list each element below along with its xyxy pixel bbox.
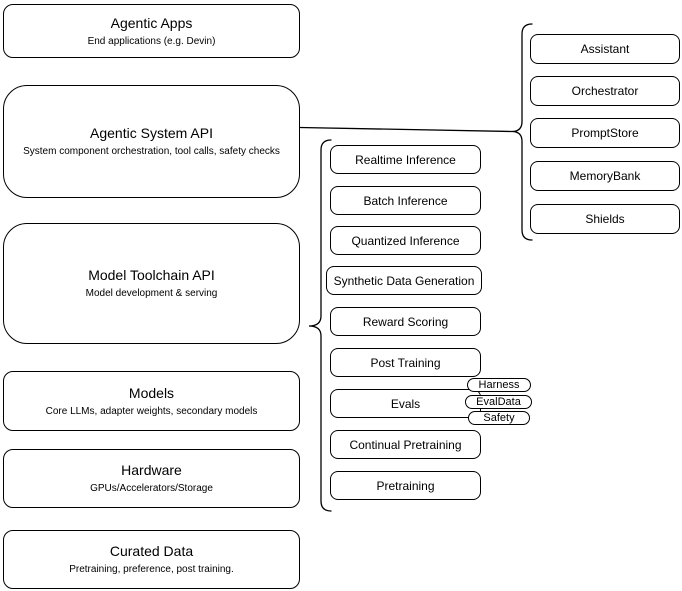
box-pretraining: Pretraining <box>330 471 481 500</box>
box-evals: Evals <box>330 389 481 418</box>
box-realtime-inference: Realtime Inference <box>330 145 481 174</box>
box-title: Models <box>128 384 175 401</box>
box-title: Agentic Apps <box>110 14 193 31</box>
agentic-components-brace <box>511 23 533 241</box>
box-title: Model Toolchain API <box>88 267 215 283</box>
box-subtitle: Core LLMs, adapter weights, secondary mo… <box>45 405 258 417</box>
box-title: Hardware <box>121 462 182 478</box>
box-synthetic-data-generation: Synthetic Data Generation <box>326 266 482 295</box>
box-reward-scoring: Reward Scoring <box>330 307 481 336</box>
box-subtitle: Pretraining, preference, post training. <box>69 564 234 575</box>
pill-evaldata: EvalData <box>465 395 532 409</box>
box-shields: Shields <box>530 204 680 234</box>
pill-harness: Harness <box>467 378 531 392</box>
box-subtitle: GPUs/Accelerators/Storage <box>90 483 213 494</box>
box-agentic-system-api: Agentic System API System component orch… <box>3 85 300 198</box>
box-agentic-apps: Agentic Apps End applications (e.g. Devi… <box>3 4 300 58</box>
box-hardware: Hardware GPUs/Accelerators/Storage <box>3 449 300 508</box>
box-memorybank: MemoryBank <box>530 161 680 191</box>
box-batch-inference: Batch Inference <box>330 186 481 215</box>
box-continual-pretraining: Continual Pretraining <box>330 430 481 459</box>
toolchain-components-brace <box>308 139 332 512</box>
box-promptstore: PromptStore <box>530 118 680 148</box>
box-subtitle: System component orchestration, tool cal… <box>23 146 280 157</box>
box-title: Curated Data <box>109 543 194 559</box>
box-subtitle: Model development & serving <box>85 288 218 299</box>
box-model-toolchain-api: Model Toolchain API Model development & … <box>3 223 300 344</box>
box-assistant: Assistant <box>530 34 680 64</box>
box-title: Agentic System API <box>90 125 213 141</box>
box-models: Models Core LLMs, adapter weights, secon… <box>3 371 300 431</box>
agentic-api-to-components-connector <box>299 126 513 133</box>
box-quantized-inference: Quantized Inference <box>330 226 481 255</box>
box-curated-data: Curated Data Pretraining, preference, po… <box>3 530 300 589</box>
box-subtitle: End applications (e.g. Devin) <box>87 35 216 47</box>
pill-safety: Safety <box>468 411 530 425</box>
box-orchestrator: Orchestrator <box>530 76 680 106</box>
box-post-training: Post Training <box>330 348 481 377</box>
